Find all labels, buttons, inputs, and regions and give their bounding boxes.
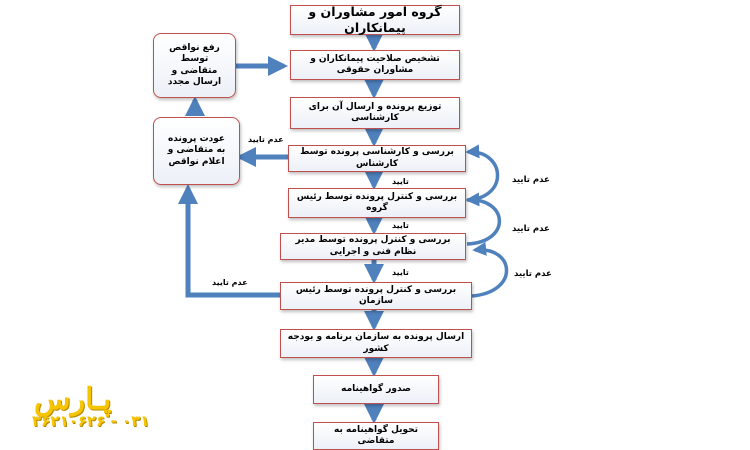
loop-group-head-reject xyxy=(465,144,500,202)
step-issue: صدور گواهینامه xyxy=(313,375,439,404)
logo-word: پـارس xyxy=(34,382,112,417)
loop-org-head-reject xyxy=(471,241,509,298)
step-title: گروه امور مشاوران و پیمانکاران xyxy=(290,4,460,35)
label-rejected-loop-3: عدم تایید xyxy=(514,269,552,279)
arrow-org-head-to-return xyxy=(178,184,280,298)
step-org-head: بررسی و کنترل پرونده توسط رئیس سازمان xyxy=(280,282,472,310)
pars-logo: پـارس ۰۳۱ - ۳۶۲۱۰۶۲۶ xyxy=(32,382,162,432)
step-manager: بررسی و کنترل پرونده توسط مدیر نظام فنی … xyxy=(280,233,466,260)
label-rejected-expert: عدم تایید xyxy=(248,135,284,144)
side-fix-defects: رفع نواقص توسط متقاضی و ارسال مجدد xyxy=(153,33,236,98)
step-expert: بررسی و کارشناسی پرونده توسط کارشناس xyxy=(288,145,466,172)
logo-phone: ۰۳۱ - ۳۶۲۱۰۶۲۶ xyxy=(32,412,150,430)
step-assess: تشخیص صلاحیت پیمانکاران و مشاوران حقوقی xyxy=(290,50,460,80)
label-rejected-org-head: عدم تایید xyxy=(212,278,248,287)
step-deliver: تحویل گواهینامه به متقاضی xyxy=(313,422,439,450)
label-approved-1: تایید xyxy=(392,177,409,186)
side-return-to-applicant: عودت پرونده به متقاضی و اعلام نواقص xyxy=(153,117,240,185)
label-rejected-loop-2: عدم تایید xyxy=(512,224,550,234)
step-group-head: بررسی و کنترل پرونده توسط رئیس گروه xyxy=(288,188,466,218)
loop-manager-reject xyxy=(465,192,502,246)
label-approved-3: تایید xyxy=(392,268,409,277)
label-rejected-loop-1: عدم تایید xyxy=(512,175,550,185)
step-send-budget: ارسال پرونده به سازمان برنامه و بودجه کش… xyxy=(280,329,472,358)
label-approved-2: تایید xyxy=(392,221,409,230)
step-distribute: توزیع پرونده و ارسال آن برای کارشناسی xyxy=(290,97,460,129)
